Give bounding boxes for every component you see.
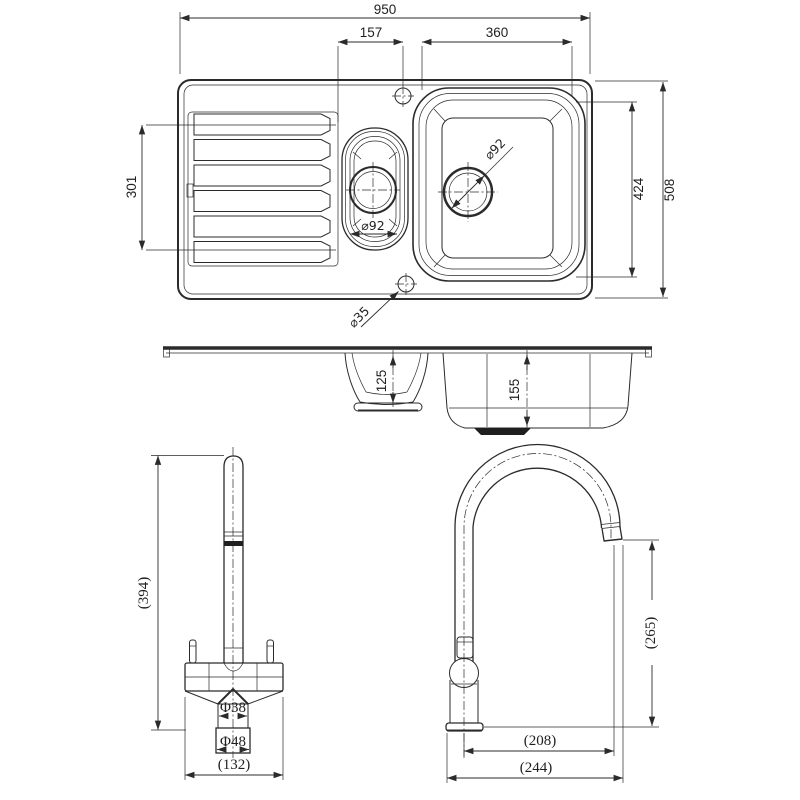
dim-small-bowl-drain-label: ⌀92 (361, 218, 384, 233)
dim-outlet-height: (265) (484, 539, 659, 728)
dim-overall-width-label: 950 (374, 2, 397, 17)
dim-overall-depth-label: 508 (662, 179, 677, 202)
dim-drainer-length: 301 (124, 124, 336, 251)
dim-overall-width: 950 (179, 2, 591, 74)
dim-neck-diameter: Φ38 (219, 700, 247, 720)
dim-small-bowl-drain: ⌀92 (350, 218, 397, 238)
sink-section-view: 125 155 (163, 346, 652, 435)
drainer-clip (186, 183, 194, 198)
dim-small-bowl-depth: 125 (374, 350, 397, 410)
dim-overall-depth: 508 (595, 80, 677, 299)
dim-neck-diameter-label: Φ38 (220, 700, 246, 716)
dim-main-bowl-width-label: 360 (486, 25, 509, 40)
dim-base-diameter-label: Φ48 (220, 734, 246, 750)
dim-overall-projection: (244) (446, 545, 624, 783)
dim-main-bowl-drain-label: ⌀92 (481, 135, 508, 162)
dim-tap-height: (394) (136, 455, 224, 731)
drainer (186, 111, 339, 267)
dim-drainer-length-label: 301 (124, 176, 139, 199)
section-left-lip (163, 348, 170, 358)
tap-side-view: (265) (208) (244) (445, 443, 659, 783)
section-main-bowl-waste (474, 428, 531, 435)
dim-base-diameter: Φ48 (217, 734, 249, 753)
dim-body-width-label: (132) (218, 757, 251, 773)
section-small-bowl (344, 352, 429, 412)
dim-main-bowl-length: 424 (576, 101, 646, 278)
dim-main-bowl-width: 360 (421, 25, 573, 97)
tap-front-right-handle (266, 639, 274, 664)
dim-spout-reach: (208) (463, 545, 615, 756)
dim-main-bowl-depth: 155 (507, 350, 531, 428)
tap-front-base (215, 727, 251, 754)
dim-tap-hole-offset-label: 157 (360, 25, 383, 40)
dim-outlet-height-label: (265) (643, 617, 659, 650)
dim-small-bowl-depth-label: 125 (374, 370, 389, 393)
sink-outline (177, 79, 593, 300)
dim-main-bowl-length-label: 424 (631, 177, 646, 200)
sink-plan-view: 950 157 360 301 424 (124, 2, 677, 330)
tap-front-left-handle (189, 639, 197, 664)
tap-side-centerline (463, 453, 612, 758)
tap-front-body (184, 639, 284, 705)
tap-front-view: Φ38 Φ48 (132) (394) (136, 447, 284, 780)
dim-spout-reach-label: (208) (524, 733, 557, 749)
tap-hole-top (392, 85, 414, 107)
dim-body-width: (132) (184, 697, 284, 780)
dim-tap-height-label: (394) (136, 577, 152, 610)
section-right-lip (645, 348, 652, 358)
sink-inner-rim (183, 84, 588, 295)
dim-overall-projection-label: (244) (520, 760, 553, 776)
dim-tap-hole-offset: 157 (337, 25, 404, 122)
dim-tap-hole: ⌀35 (345, 291, 399, 330)
dim-tap-hole-label: ⌀35 (345, 303, 372, 330)
dim-main-bowl-depth-label: 155 (507, 379, 522, 402)
main-bowl (412, 87, 586, 282)
section-main-bowl (442, 352, 633, 435)
tap-side-body (445, 636, 484, 732)
tap-hole-bottom (395, 273, 417, 295)
tap-side-spout (454, 443, 623, 662)
tap-front-spout (223, 455, 244, 663)
small-bowl (341, 127, 409, 251)
tap-side-handle (456, 636, 474, 659)
